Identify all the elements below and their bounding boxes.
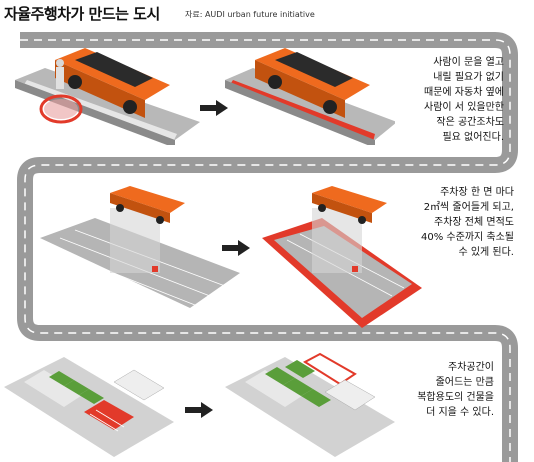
- arrow-right-icon: [185, 402, 213, 418]
- caption-line: 작은 공간조차도: [436, 117, 504, 128]
- caption-line: 수 있게 된다.: [458, 247, 514, 258]
- caption-line: 2㎡씩 줄어들게 되고,: [423, 202, 514, 213]
- arrow-right-icon: [222, 240, 250, 256]
- panel2-caption: 주차장 한 면 마다 2㎡씩 줄어들게 되고, 주차장 전체 면적도 40% 수…: [421, 185, 514, 260]
- caption-line: 주차장 전체 면적도: [434, 217, 514, 228]
- page-title: 자율주행차가 만드는 도시: [4, 5, 160, 23]
- panel1-before-illustration: [15, 48, 200, 145]
- arrow-right-icon: [200, 100, 228, 116]
- caption-line: 사람이 서 있을만한: [424, 102, 504, 113]
- caption-line: 40% 수준까지 축소될: [421, 232, 514, 243]
- panel3-after-illustration: [225, 352, 395, 457]
- caption-line: 주차장 한 면 마다: [440, 187, 514, 198]
- caption-line: 복합용도의 건물을: [417, 392, 494, 403]
- caption-line: 때문에 자동차 옆에: [424, 87, 504, 98]
- panel2-after-illustration: [262, 186, 422, 328]
- panel1-after-illustration: [225, 48, 395, 145]
- caption-line: 주차공간이: [448, 362, 494, 373]
- caption-line: 내릴 필요가 없기: [433, 72, 504, 83]
- caption-line: 사람이 문을 열고: [433, 57, 504, 68]
- caption-line: 필요 없어진다.: [442, 132, 504, 143]
- car-icon: [55, 48, 170, 118]
- person-icon: [56, 59, 64, 89]
- panel3-before-illustration: [4, 357, 174, 457]
- panel1-caption: 사람이 문을 열고 내릴 필요가 없기 때문에 자동차 옆에 사람이 서 있을만…: [424, 55, 504, 145]
- caption-line: 줄어드는 만큼: [435, 377, 494, 388]
- panel2-before-illustration: [40, 186, 240, 308]
- caption-line: 더 지을 수 있다.: [426, 407, 494, 418]
- panel3-caption: 주차공간이 줄어드는 만큼 복합용도의 건물을 더 지을 수 있다.: [417, 360, 494, 420]
- source-note: 자료: AUDI urban future initiative: [185, 10, 315, 19]
